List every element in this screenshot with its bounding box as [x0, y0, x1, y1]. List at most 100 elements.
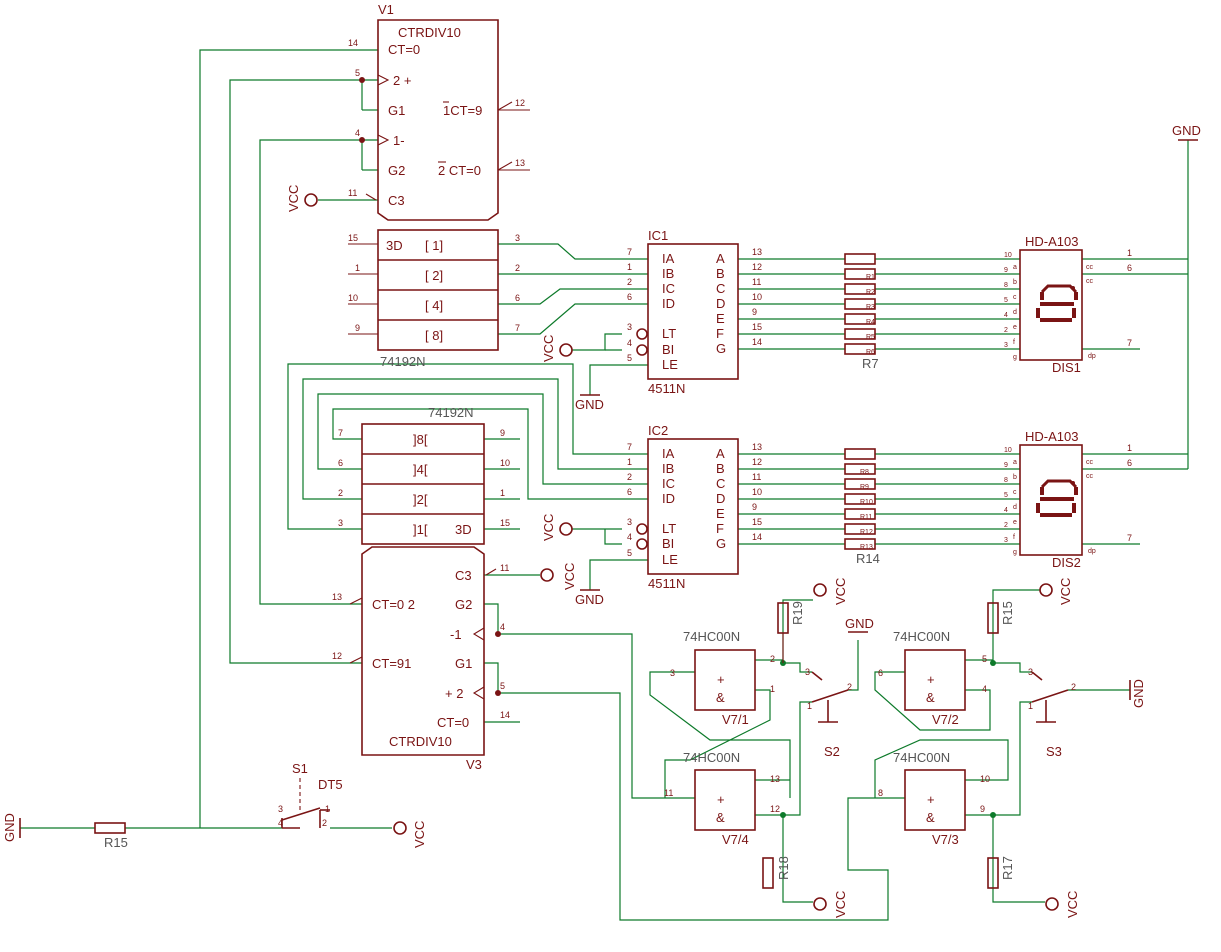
- svg-text:c: c: [1013, 489, 1017, 496]
- vcc-symbol-v3: VCC: [540, 563, 577, 590]
- svg-text:R4: R4: [866, 319, 875, 326]
- svg-text:10: 10: [752, 487, 762, 497]
- svg-text:10: 10: [752, 292, 762, 302]
- svg-text:V7/1: V7/1: [722, 712, 749, 727]
- svg-text:9: 9: [752, 307, 757, 317]
- register-bottom: 74192N ]8[ ]4[ ]2[ ]1[ 3D 7 6 2 3 9 10 1…: [338, 405, 510, 545]
- svg-text:11: 11: [752, 472, 761, 482]
- svg-text:c: c: [1013, 294, 1017, 301]
- svg-text:C: C: [716, 281, 725, 296]
- svg-text:IC: IC: [662, 476, 675, 491]
- svg-text:12: 12: [752, 262, 762, 272]
- svg-text:4: 4: [278, 818, 283, 828]
- svg-text:V7/4: V7/4: [722, 832, 749, 847]
- svg-text:10: 10: [980, 774, 990, 784]
- svg-text:D: D: [716, 296, 725, 311]
- resistor-array-bottom: R8 R9 R10 R11 R12 R13 R14: [844, 448, 880, 566]
- svg-text:1: 1: [1028, 701, 1033, 711]
- svg-text:14: 14: [348, 38, 358, 48]
- svg-text:3: 3: [805, 667, 810, 677]
- gnd-symbol-ic2: GND: [575, 589, 604, 607]
- svg-text:A: A: [716, 251, 725, 266]
- svg-text:15: 15: [348, 233, 358, 243]
- svg-text:IC1: IC1: [648, 228, 668, 243]
- svg-text:]8[: ]8[: [413, 432, 428, 447]
- resistor-r15: R15: [94, 822, 128, 850]
- v1-g2: G2: [388, 163, 405, 178]
- svg-text:R8: R8: [860, 469, 869, 476]
- svg-text:DIS2: DIS2: [1052, 555, 1081, 570]
- gnd-s1: GND: [2, 813, 21, 842]
- svg-text:G: G: [716, 341, 726, 356]
- svg-text:2: 2: [847, 682, 852, 692]
- svg-text:IB: IB: [662, 461, 674, 476]
- svg-text:7: 7: [627, 247, 632, 257]
- seven-segment-glyph-1: [1036, 284, 1078, 322]
- svg-text:R1: R1: [866, 274, 875, 281]
- svg-text:12: 12: [770, 804, 780, 814]
- svg-text:2: 2: [1004, 327, 1008, 334]
- svg-text:VCC: VCC: [412, 821, 427, 848]
- svg-text:cc: cc: [1086, 459, 1094, 466]
- svg-text:15: 15: [752, 322, 762, 332]
- svg-text:13: 13: [752, 442, 762, 452]
- svg-text:E: E: [716, 311, 725, 326]
- svg-text:5: 5: [982, 654, 987, 664]
- svg-text:CTRDIV10: CTRDIV10: [389, 734, 452, 749]
- svg-text:e: e: [1013, 519, 1017, 526]
- svg-text:R14: R14: [856, 551, 880, 566]
- svg-text:1: 1: [627, 262, 632, 272]
- svg-text:]2[: ]2[: [413, 492, 428, 507]
- ic2-seg-wires: [738, 453, 1020, 545]
- svg-text:C3: C3: [455, 568, 472, 583]
- svg-text:VCC: VCC: [562, 563, 577, 590]
- svg-text:ID: ID: [662, 491, 675, 506]
- svg-text:4: 4: [1004, 507, 1008, 514]
- svg-text:GND: GND: [1172, 123, 1201, 138]
- svg-text:6: 6: [338, 458, 343, 468]
- v1-title: CTRDIV10: [398, 25, 461, 40]
- svg-text:7: 7: [627, 442, 632, 452]
- svg-text:S1: S1: [292, 761, 308, 776]
- svg-text:3: 3: [338, 518, 343, 528]
- svg-text:V3: V3: [466, 757, 482, 772]
- svg-text:&: &: [926, 810, 935, 825]
- svg-text:LT: LT: [662, 521, 676, 536]
- svg-text:VCC: VCC: [833, 578, 848, 605]
- svg-text:GND: GND: [845, 616, 874, 631]
- svg-text:4: 4: [627, 532, 632, 542]
- resistor-r17: R17: [987, 856, 1015, 889]
- svg-text:7: 7: [338, 428, 343, 438]
- junctions: [359, 77, 996, 818]
- nand-v7-1: 74HC00N + & V7/1 3 2 1: [670, 629, 775, 727]
- svg-text:6: 6: [627, 487, 632, 497]
- svg-text:6: 6: [627, 292, 632, 302]
- svg-text:f: f: [1013, 339, 1015, 346]
- svg-text:2: 2: [627, 472, 632, 482]
- svg-text:13: 13: [332, 592, 342, 602]
- svg-text:3: 3: [1004, 342, 1008, 349]
- svg-text:dp: dp: [1088, 548, 1096, 555]
- vcc-symbol-ic2: VCC: [541, 514, 573, 541]
- svg-text:3: 3: [1028, 667, 1033, 677]
- svg-text:+: +: [717, 792, 725, 807]
- v1-count-down: 1-: [393, 133, 405, 148]
- svg-text:3D: 3D: [455, 522, 472, 537]
- svg-text:GND: GND: [575, 592, 604, 607]
- svg-text:9: 9: [355, 323, 360, 333]
- svg-text:10: 10: [1004, 447, 1012, 454]
- svg-text:6: 6: [515, 293, 520, 303]
- switch-s1: S1 DT5 3 1 4 2: [278, 761, 343, 829]
- svg-text:g: g: [1013, 354, 1017, 361]
- svg-text:R3: R3: [866, 304, 875, 311]
- svg-text:9: 9: [752, 502, 757, 512]
- svg-text:6: 6: [1127, 263, 1132, 273]
- svg-text:5: 5: [627, 353, 632, 363]
- svg-text:LT: LT: [662, 326, 676, 341]
- resistor-r18: R18: [762, 856, 791, 889]
- svg-text:14: 14: [752, 337, 762, 347]
- svg-text:IC: IC: [662, 281, 675, 296]
- switch-s3: S3 3 2 1: [1028, 667, 1076, 759]
- vcc-r18: VCC: [813, 891, 848, 918]
